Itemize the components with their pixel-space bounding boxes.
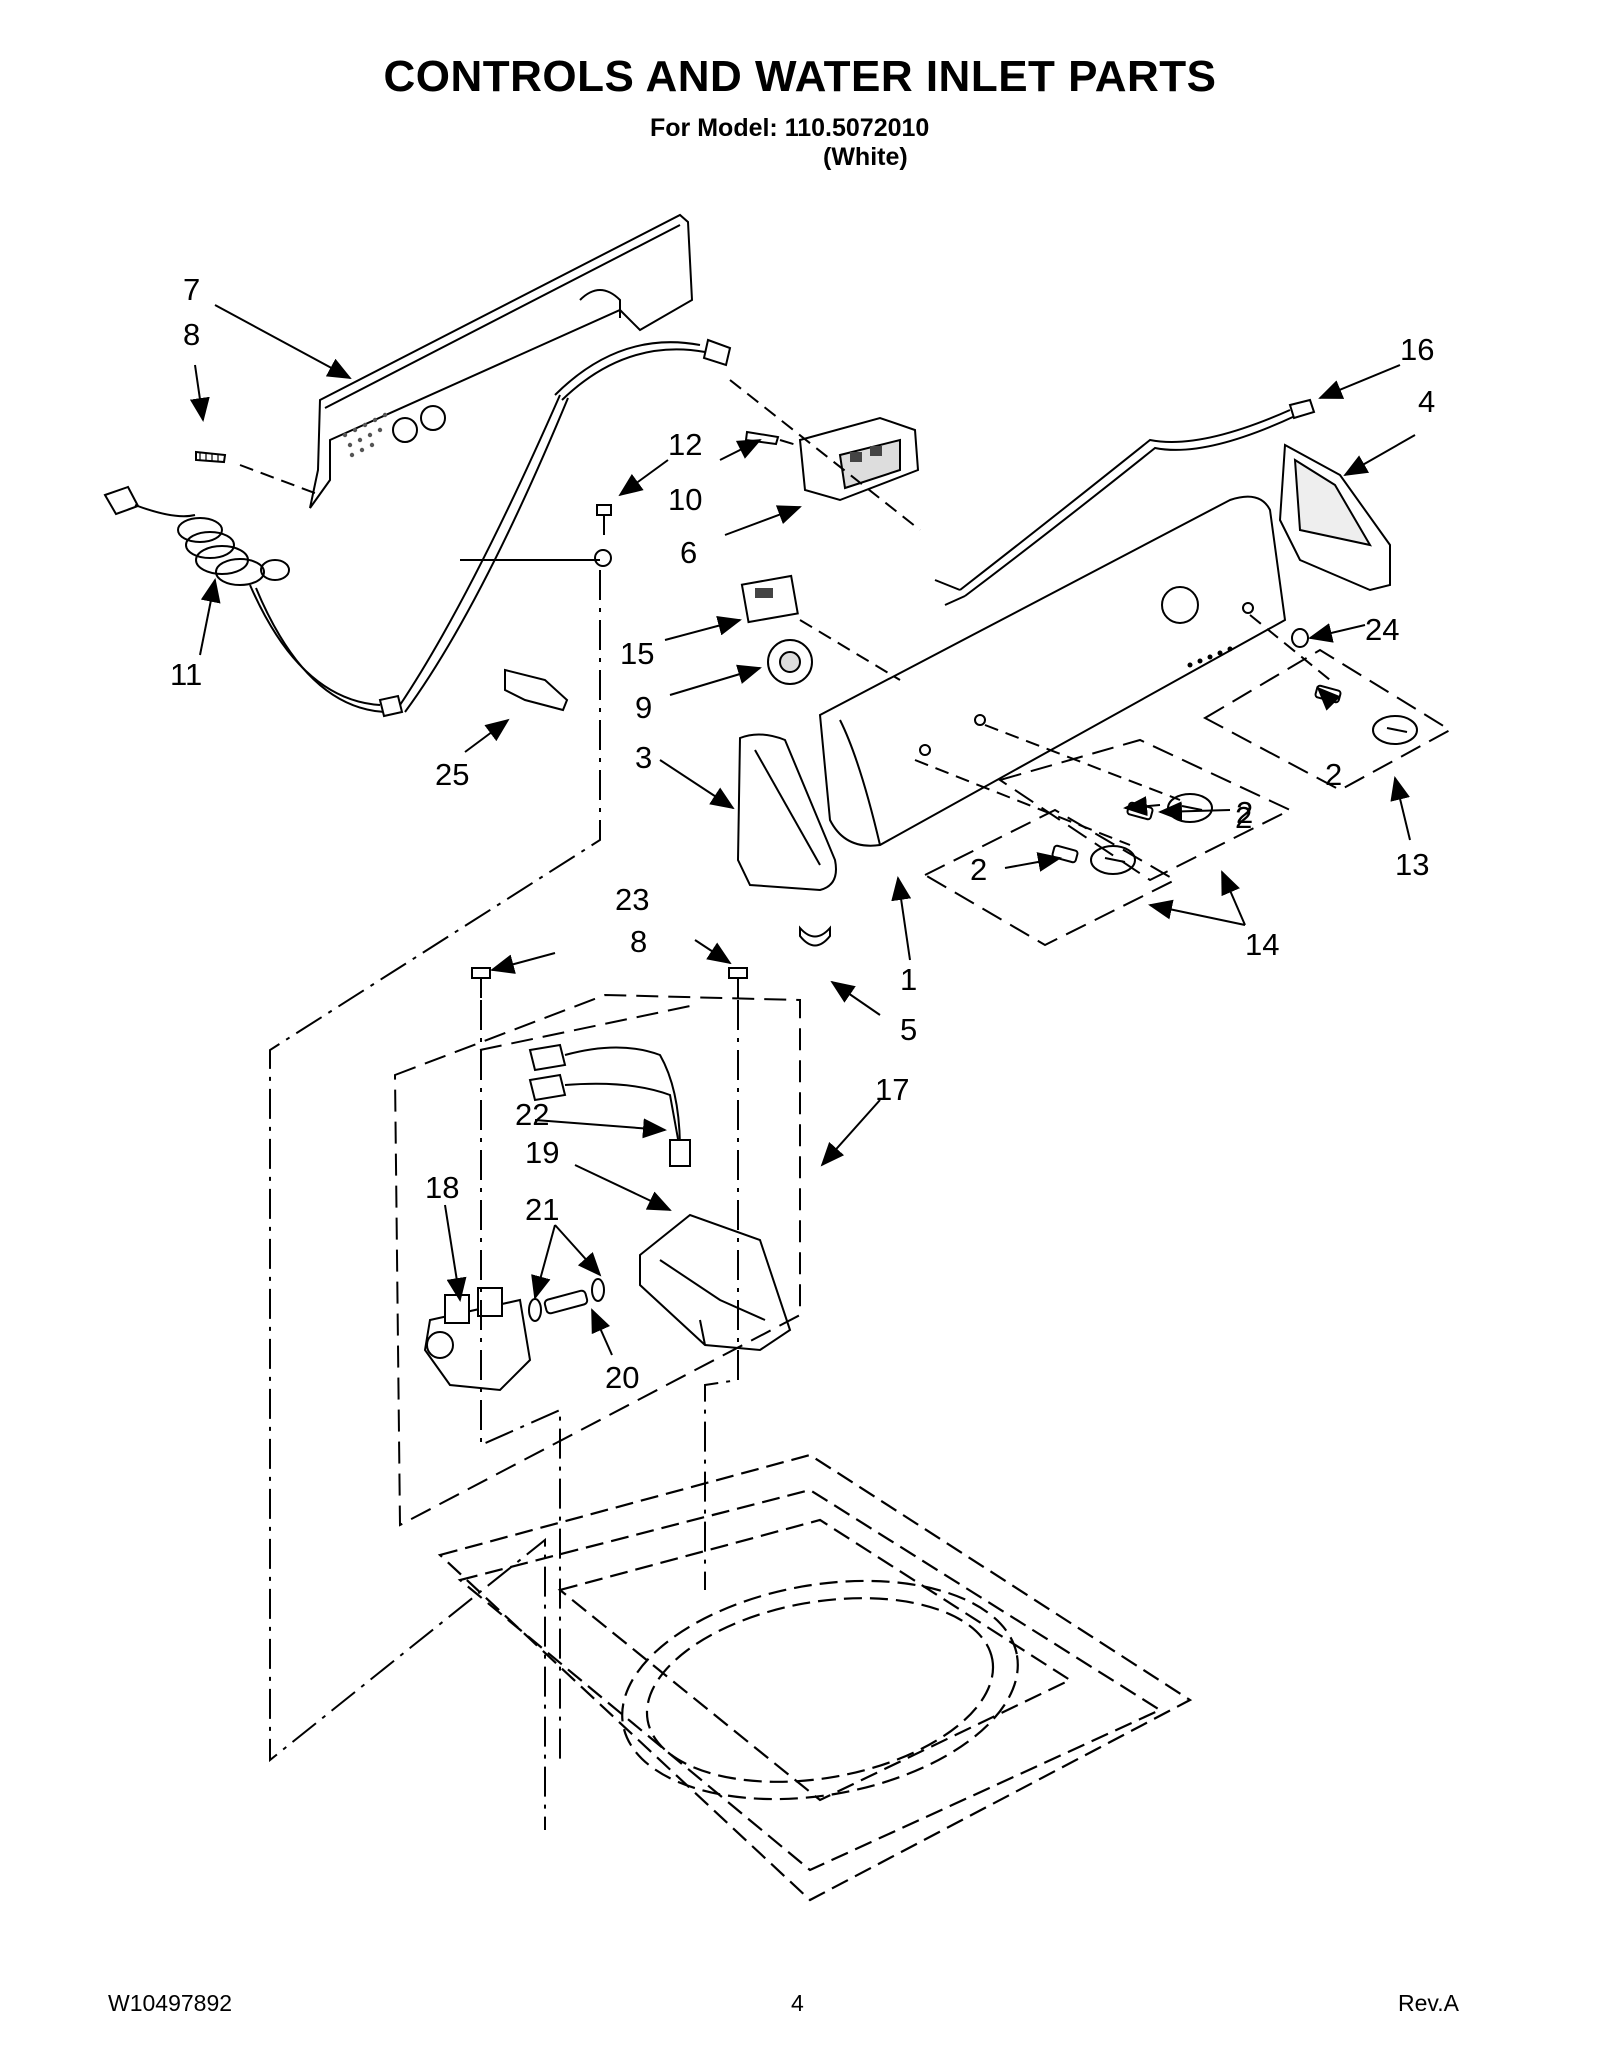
callout-label: 24 [1365,612,1399,647]
callout-label: 2 [1235,800,1252,835]
bushing-part [1291,628,1309,648]
callout-label: 4 [1418,384,1435,419]
callout-label: 8 [630,924,647,959]
rotary-switch-part [767,639,813,685]
callout-label: 13 [1395,847,1429,882]
water-valve-part [423,1287,532,1392]
switch-part [740,574,799,624]
screw-part [728,967,748,998]
callout-labels: 7 8 12 10 6 16 4 11 15 9 24 25 3 2 2 2 1… [170,272,1435,1395]
callout-label: 23 [615,882,649,917]
callout-label: 12 [668,427,702,462]
dispenser-part [639,1213,792,1352]
revision: Rev.A [1398,1990,1459,2016]
model-number: For Model: 110.5072010 [650,114,930,142]
leader-lines [189,304,1416,1356]
callout-label: 6 [680,535,697,570]
callout-label: 18 [425,1170,459,1205]
hose-part [543,1289,589,1315]
callout-label: 17 [875,1072,909,1107]
small-clip-part [799,925,831,947]
callout-label: 21 [525,1192,559,1227]
callout-label: 14 [1245,927,1279,962]
callout-label: 25 [435,757,469,792]
callout-label: 20 [605,1360,639,1395]
ground-screw-part [596,504,612,535]
callout-label: 15 [620,636,654,671]
callout-label: 1 [900,962,917,997]
assembly-lines [239,379,1452,1830]
rear-panel-part [309,213,694,509]
knob-part [1090,845,1136,875]
callout-label: 2 [1325,757,1342,792]
callout-label: 19 [525,1135,559,1170]
callout-label: 3 [635,740,652,775]
knob-insert-part [1126,801,1154,821]
inlet-harness-part [528,1043,691,1167]
knob-part [1372,715,1418,745]
document-number: W10497892 [108,1990,233,2016]
callout-label: 8 [183,317,200,352]
knob-insert-part [1051,844,1079,864]
console-part [818,495,1287,847]
end-cap-right-part [1278,443,1391,592]
callout-label: 11 [170,657,202,692]
callout-label: 16 [1400,332,1434,367]
callout-label: 22 [515,1097,549,1132]
page-number: 4 [791,1990,804,2016]
screw-part [195,450,227,464]
callout-label: 5 [900,1012,917,1047]
control-screw-part [744,430,780,446]
callout-label: 2 [1236,795,1253,830]
callout-label: 9 [635,690,652,725]
callout-label: 10 [668,482,702,517]
end-cap-left-part [736,733,837,892]
page-title: CONTROLS AND WATER INLET PARTS [383,52,1217,101]
screw-part [471,967,491,998]
callout-label: 7 [183,272,200,307]
callout-label: 2 [970,852,987,887]
washer-top-part [437,1453,1193,1902]
model-color: (White) [823,143,908,171]
harness-part [934,398,1316,606]
power-cord-part [103,338,732,718]
parts-artwork [103,213,1418,1902]
clip-part [504,668,569,712]
electronic-control-part [798,416,920,502]
